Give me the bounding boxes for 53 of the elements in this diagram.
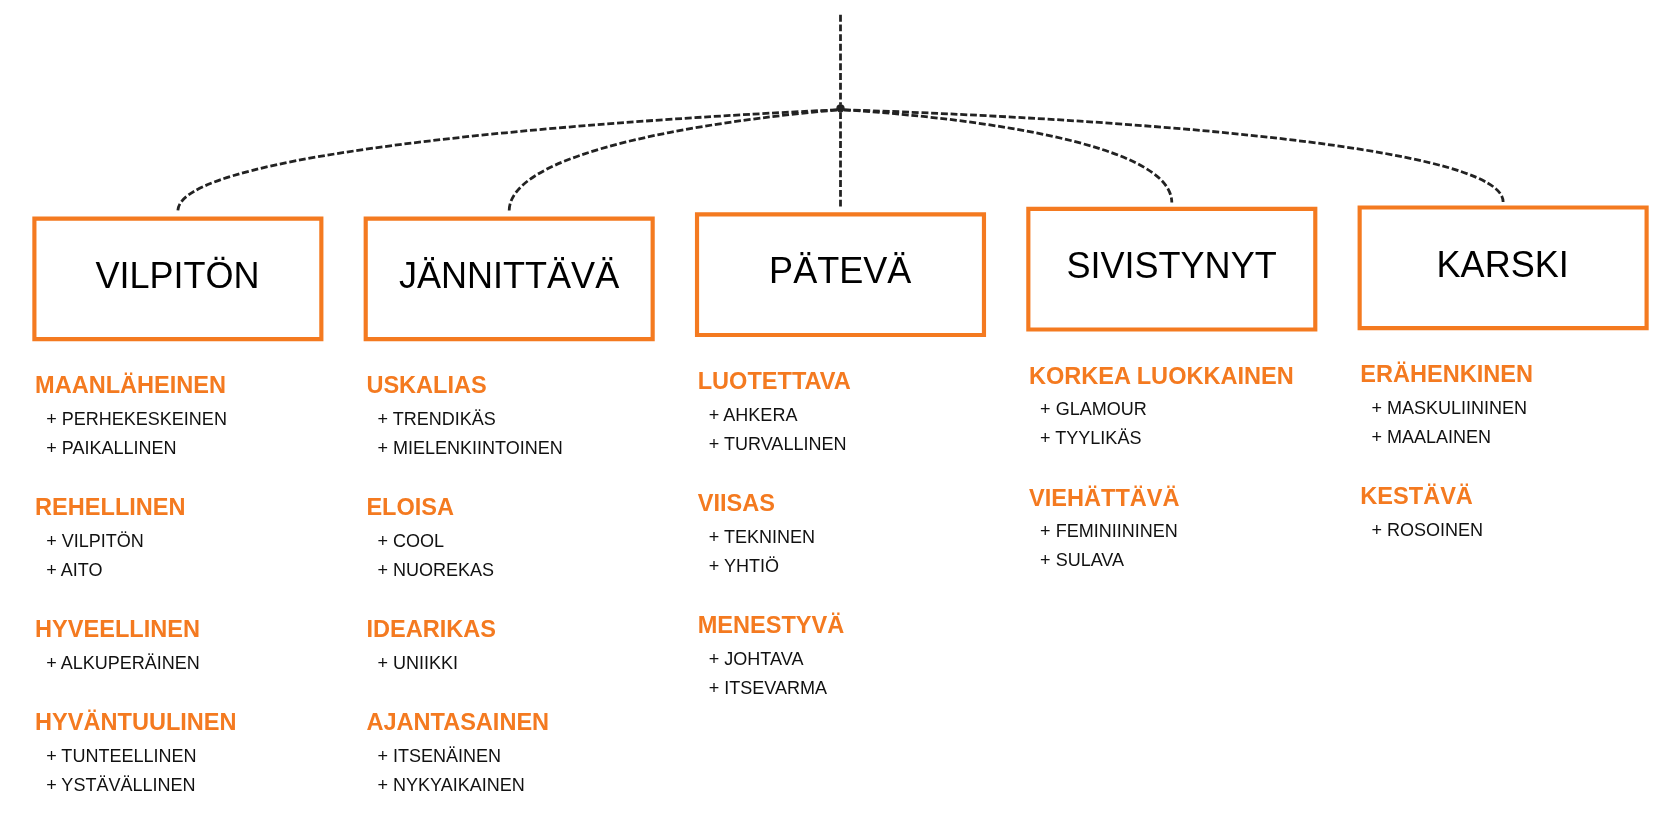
- node-label: + ITSENÄINEN: [376, 745, 501, 766]
- node-label: + TYYLIKÄS: [1039, 428, 1141, 449]
- connector: [507, 108, 837, 212]
- node-label: HYVEELLINEN: [34, 616, 200, 643]
- node-label: + AHKERA: [708, 404, 797, 425]
- connector: [176, 108, 837, 212]
- node-label: IDEARIKAS: [365, 616, 496, 643]
- node-label: + PAIKALLINEN: [45, 437, 177, 458]
- connector: [843, 108, 1504, 203]
- node-label: + UNIIKKI: [376, 652, 458, 673]
- node-point: [835, 104, 845, 113]
- node-label: MENESTYVÄ: [697, 612, 844, 639]
- node-label: + FEMINIININEN: [1039, 520, 1178, 541]
- node-label: VIEHÄTTÄVÄ: [1028, 484, 1179, 511]
- node-box: KARSKI: [1357, 205, 1649, 331]
- node-box: VILPITÖN: [31, 216, 323, 342]
- node-label: + TUNTEELLINEN: [45, 745, 197, 766]
- node-label: + YSTÄVÄLLINEN: [45, 774, 196, 795]
- node-label: + TRENDIKÄS: [376, 408, 496, 429]
- node-label: + TURVALLINEN: [708, 433, 846, 454]
- node-label: + MASKULIININEN: [1370, 397, 1527, 418]
- node-label: + JOHTAVA: [708, 648, 803, 669]
- node-label: + NYKYAIKAINEN: [376, 774, 525, 795]
- node-label: HYVÄNTUULINEN: [34, 709, 237, 736]
- node-label: + SULAVA: [1039, 550, 1124, 571]
- node-box: JÄNNITTÄVÄ: [363, 216, 655, 342]
- node-label: VIISAS: [697, 490, 775, 517]
- node-label: + ITSEVARMA: [708, 677, 827, 698]
- node-label: + PERHEKESKEINEN: [45, 408, 227, 429]
- node-label: USKALIAS: [365, 372, 487, 399]
- node-label: KORKEA LUOKKAINEN: [1028, 362, 1294, 389]
- connector: [838, 112, 842, 209]
- node-label: + VILPITÖN: [45, 530, 144, 551]
- node-label: + GLAMOUR: [1039, 399, 1147, 419]
- node-label: KESTÄVÄ: [1359, 483, 1473, 510]
- node-label: + MAALAINEN: [1370, 426, 1491, 447]
- node-label: LUOTETTAVA: [697, 368, 851, 395]
- node-label: REHELLINEN: [34, 494, 186, 521]
- node-label: + AITO: [45, 559, 102, 580]
- node-label: + TEKNINEN: [708, 526, 815, 547]
- node-box: SIVISTYNYT: [1025, 206, 1317, 332]
- node-label: MAANLÄHEINEN: [34, 372, 226, 399]
- node-label: + NUOREKAS: [376, 559, 494, 580]
- node-label: + YHTIÖ: [708, 555, 779, 576]
- node-label: + COOL: [376, 530, 444, 551]
- node-label: AJANTASAINEN: [365, 709, 549, 736]
- connector: [838, 14, 842, 105]
- node-label: ERÄHENKINEN: [1359, 361, 1533, 388]
- node-label: ELOISA: [365, 494, 454, 521]
- node-box: PÄTEVÄ: [694, 212, 986, 338]
- node-label: + ROSOINEN: [1370, 519, 1483, 540]
- node-label: + MIELENKIINTOINEN: [376, 437, 563, 458]
- node-label: + ALKUPERÄINEN: [45, 652, 200, 673]
